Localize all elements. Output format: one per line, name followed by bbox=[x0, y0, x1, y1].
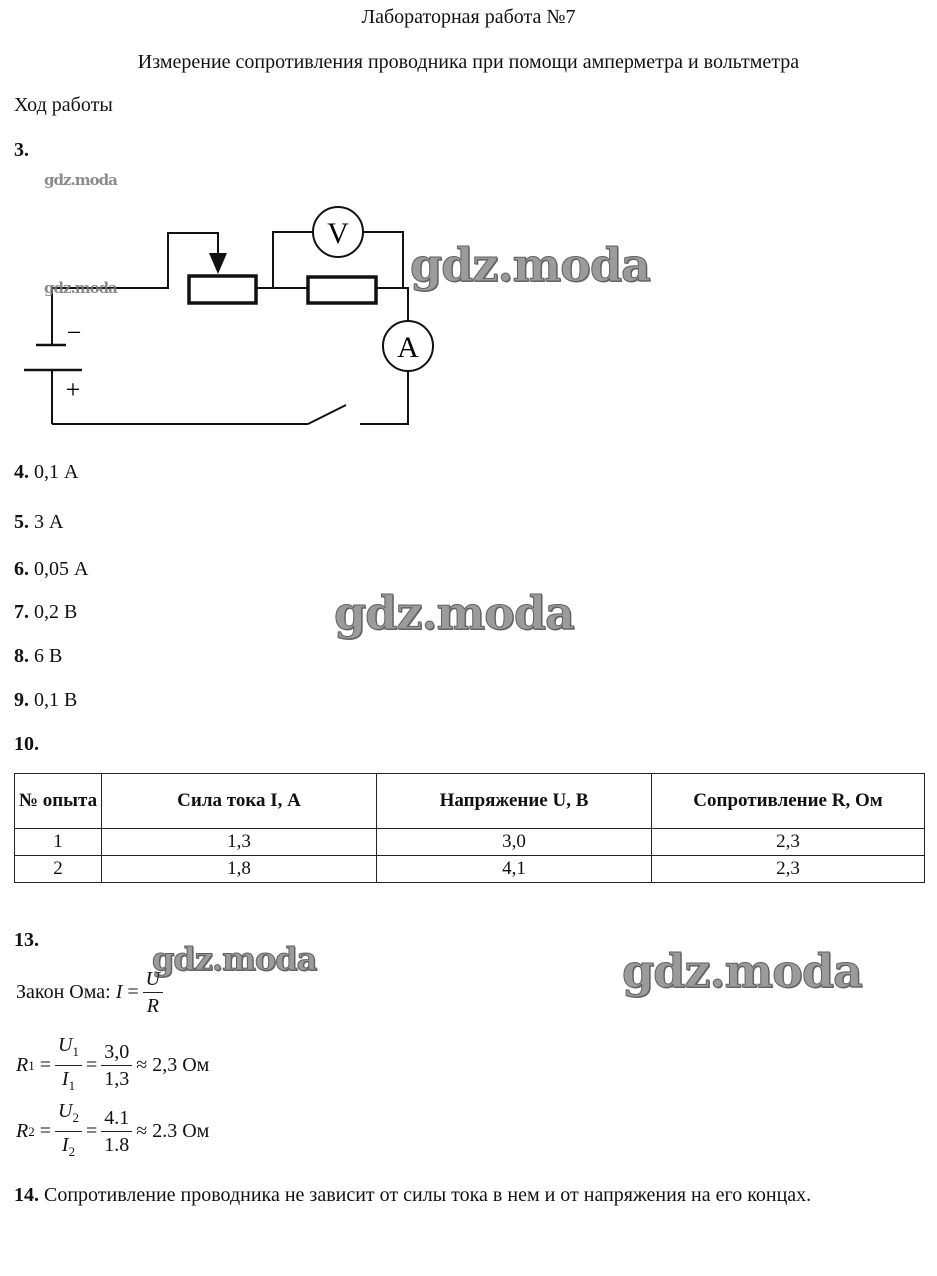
minus-sign: − bbox=[67, 318, 82, 347]
watermark: gdz.moda bbox=[44, 171, 118, 189]
table-row: 2 1,8 4,1 2,3 bbox=[14, 855, 925, 883]
item-13-number: 13. bbox=[14, 929, 39, 951]
watermark: gdz.moda bbox=[44, 279, 118, 297]
plus-sign: + bbox=[66, 375, 81, 404]
header-number: № опыта bbox=[14, 773, 102, 829]
section-heading: Ход работы bbox=[14, 94, 113, 116]
watermark: gdz.moda bbox=[151, 940, 317, 979]
item-3-number: 3. bbox=[14, 139, 29, 162]
page-title: Лабораторная работа №7 bbox=[361, 6, 576, 28]
number: 3. bbox=[14, 139, 29, 161]
circuit-diagram: V A − + bbox=[24, 206, 434, 425]
header-current: Сила тока I, А bbox=[101, 773, 377, 829]
page-subtitle: Измерение сопротивления проводника при п… bbox=[137, 51, 800, 73]
cell: 1,3 bbox=[101, 828, 377, 856]
voltmeter-label: V bbox=[327, 217, 349, 250]
answer-8: 8. 6 В bbox=[14, 645, 63, 667]
cell: 4,1 bbox=[376, 855, 652, 883]
watermark: gdz.moda bbox=[334, 586, 576, 641]
cell: 3,0 bbox=[376, 828, 652, 856]
item-10-number: 10. bbox=[14, 733, 39, 755]
cell: 1 bbox=[14, 828, 102, 856]
cell: 1,8 bbox=[101, 855, 377, 883]
cell: 2,3 bbox=[651, 855, 925, 883]
answer-5: 5. 3 А bbox=[14, 511, 64, 533]
cell: 2,3 bbox=[651, 828, 925, 856]
answer-7: 7. 0,2 В bbox=[14, 601, 78, 623]
answer-6: 6. 0,05 А bbox=[14, 558, 89, 580]
cell: 2 bbox=[14, 855, 102, 883]
watermark: gdz.moda bbox=[410, 238, 652, 293]
header-voltage: Напряжение U, В bbox=[376, 773, 652, 829]
watermark: gdz.moda bbox=[622, 944, 864, 999]
table-header: № опыта Сила тока I, А Напряжение U, В С… bbox=[14, 773, 925, 829]
header-resistance: Сопротивление R, Ом bbox=[651, 773, 925, 829]
slider-arrow-icon bbox=[209, 253, 227, 274]
ammeter-label: A bbox=[397, 331, 419, 364]
answer-4: 4. 0,1 А bbox=[14, 461, 79, 483]
table-row: 1 1,3 3,0 2,3 bbox=[14, 828, 925, 856]
answer-9: 9. 0,1 В bbox=[14, 689, 78, 711]
results-table: № опыта Сила тока I, А Напряжение U, В С… bbox=[14, 773, 925, 883]
answer-14: 14. Сопротивление проводника не зависит … bbox=[14, 1184, 812, 1206]
